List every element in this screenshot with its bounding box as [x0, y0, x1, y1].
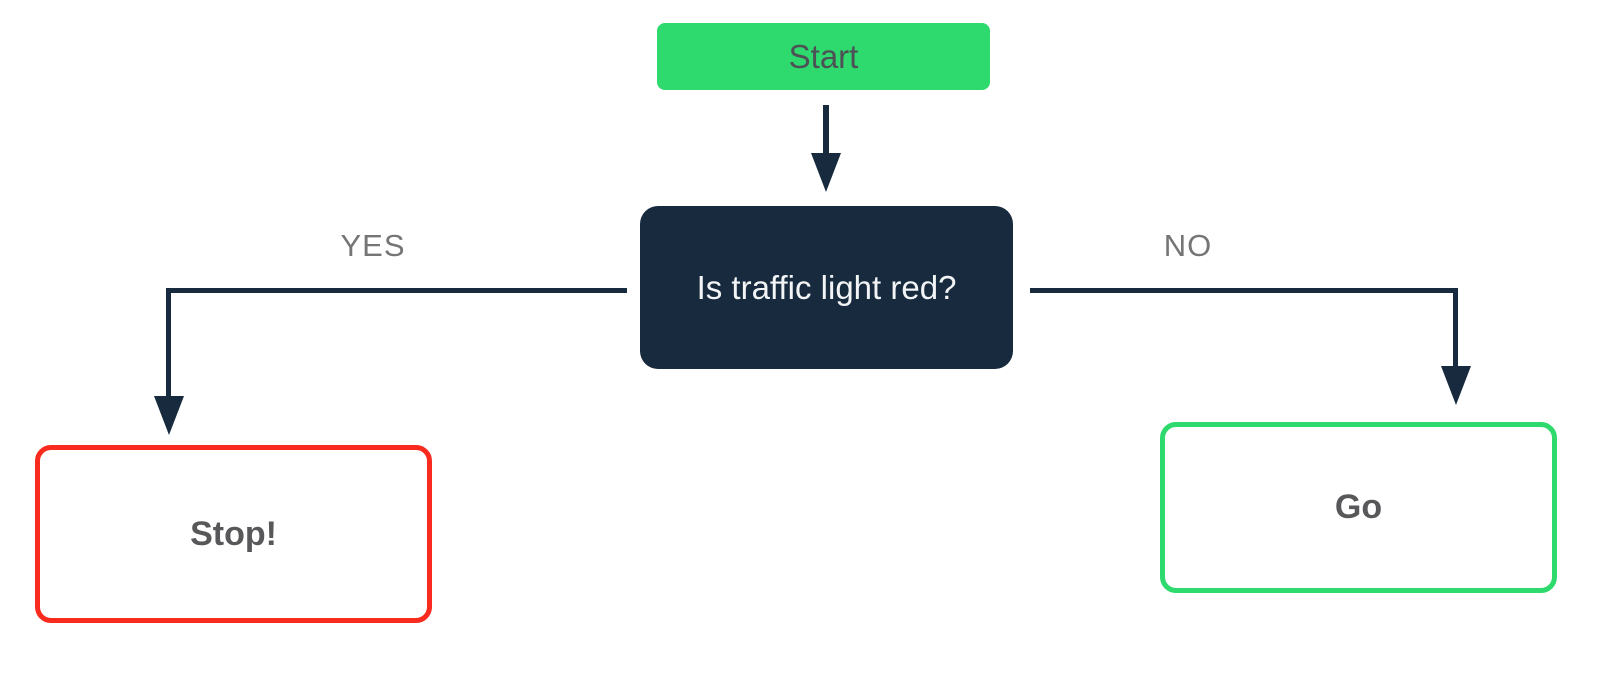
edge-label-no: NO: [1163, 228, 1213, 263]
go-node-label: Go: [1334, 488, 1383, 526]
arrow-down-icon: [154, 396, 184, 435]
start-node-label: Start: [788, 37, 859, 75]
decision-node-label: Is traffic light red?: [696, 268, 957, 306]
go-node: Go: [1160, 422, 1557, 593]
edge-decision-go-hline: [1030, 288, 1458, 293]
stop-node: Stop!: [35, 445, 432, 623]
decision-node: Is traffic light red?: [640, 206, 1013, 369]
edge-start-decision-line: [823, 105, 829, 155]
edge-decision-stop-hline: [166, 288, 627, 293]
edge-label-yes: YES: [340, 228, 406, 263]
start-node: Start: [657, 23, 990, 90]
stop-node-label: Stop!: [190, 514, 277, 553]
edge-decision-go-vline: [1453, 288, 1458, 368]
arrow-down-icon: [811, 153, 841, 192]
edge-decision-stop-vline: [166, 288, 171, 398]
arrow-down-icon: [1441, 366, 1471, 405]
